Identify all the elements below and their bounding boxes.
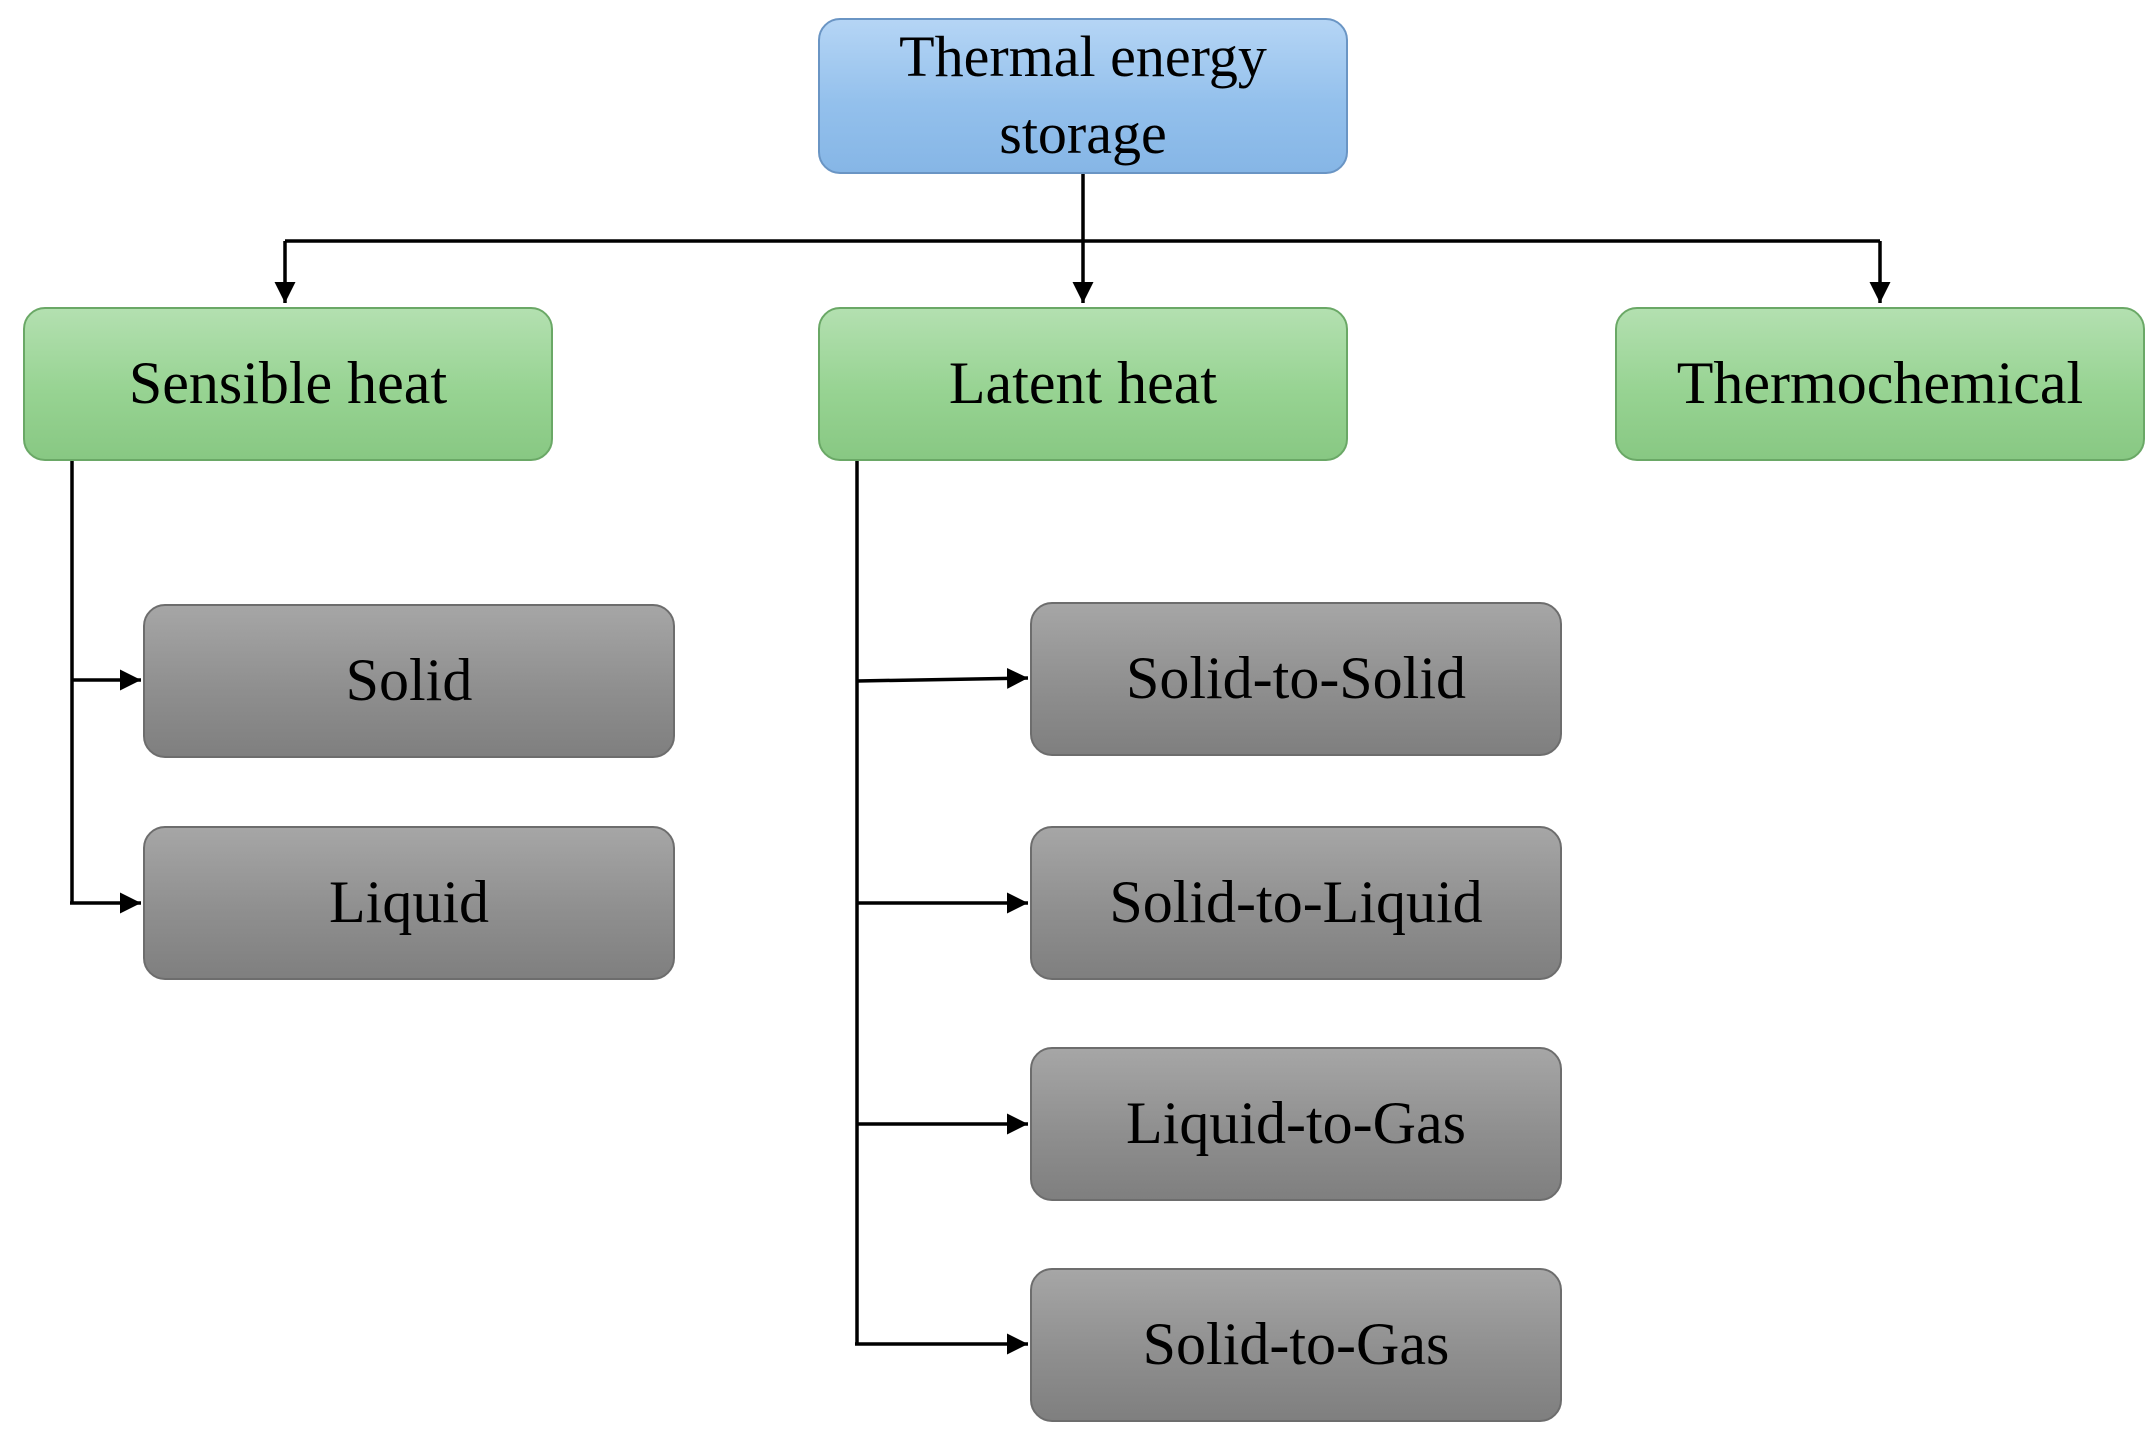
leaf-node-solid-to-solid: Solid-to-Solid [1030, 602, 1562, 756]
leaf-node-solid: Solid [143, 604, 675, 758]
leaf-node-solid-to-gas: Solid-to-Gas [1030, 1268, 1562, 1422]
leaf-node-label: Liquid [329, 869, 489, 936]
category-node-label: Thermochemical [1676, 350, 2084, 417]
leaf-node-liquid-to-gas: Liquid-to-Gas [1030, 1047, 1562, 1201]
leaf-node-label: Solid-to-Gas [1142, 1311, 1450, 1378]
category-node-label: Latent heat [948, 350, 1218, 417]
category-node-latent-heat: Latent heat [818, 307, 1348, 461]
category-node-label: Sensible heat [128, 350, 448, 417]
leaf-node-label: Liquid-to-Gas [1126, 1090, 1466, 1157]
leaf-node-label: Solid-to-Liquid [1109, 869, 1483, 936]
root-node-thermal-energy-storage: Thermal energy storage [818, 18, 1348, 174]
root-node-label: Thermal energy storage [899, 24, 1267, 166]
category-node-thermochemical: Thermochemical [1615, 307, 2145, 461]
leaf-node-liquid: Liquid [143, 826, 675, 980]
leaf-node-label: Solid [345, 647, 473, 714]
leaf-node-label: Solid-to-Solid [1125, 645, 1467, 712]
arrow-to-solid-to-solid [856, 667, 1029, 689]
leaf-node-solid-to-liquid: Solid-to-Liquid [1030, 826, 1562, 980]
category-node-sensible-heat: Sensible heat [23, 307, 553, 461]
